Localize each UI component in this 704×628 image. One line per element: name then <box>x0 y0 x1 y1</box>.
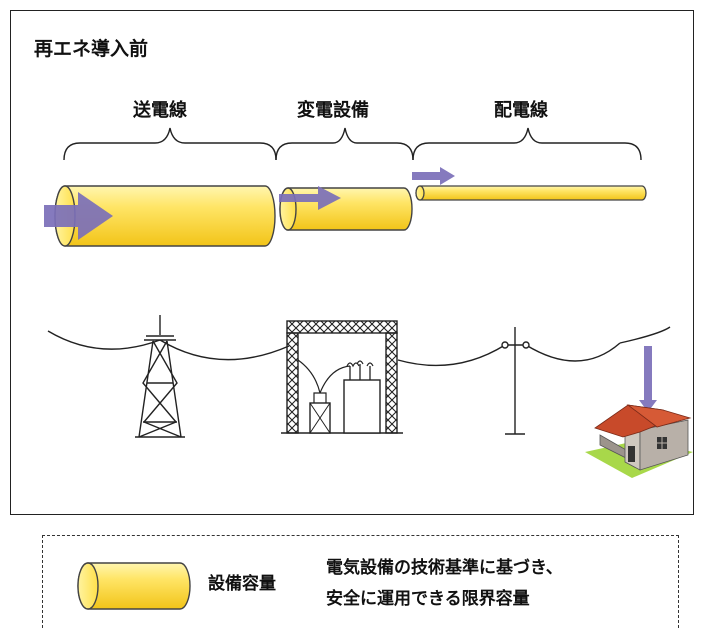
substation-structure <box>281 320 403 434</box>
label-distribution-line: 配電線 <box>494 100 548 121</box>
brace-transmission <box>63 127 277 161</box>
flow-arrow-down <box>639 346 657 412</box>
diagram-title: 再エネ導入前 <box>34 38 149 60</box>
cylinder-distribution <box>415 185 647 201</box>
legend-description-line2: 安全に運用できる限界容量 <box>326 589 530 609</box>
distribution-pole <box>501 327 530 435</box>
brace-substation <box>275 127 414 161</box>
label-transmission-line: 送電線 <box>133 100 187 121</box>
legend-description-line1: 電気設備の技術基準に基づき、 <box>326 558 563 578</box>
legend-cylinder <box>77 562 191 610</box>
flow-arrow-large <box>44 192 113 240</box>
flow-arrow-medium <box>279 186 341 210</box>
flow-arrow-small <box>412 167 455 185</box>
house <box>585 404 693 478</box>
transmission-tower <box>135 315 185 438</box>
power-lines <box>47 326 671 367</box>
legend-box <box>42 535 679 628</box>
legend-description: 電気設備の技術基準に基づき、 安全に運用できる限界容量 <box>326 553 563 615</box>
label-substation: 変電設備 <box>297 100 369 121</box>
brace-distribution <box>412 127 642 161</box>
legend-term: 設備容量 <box>208 574 276 594</box>
